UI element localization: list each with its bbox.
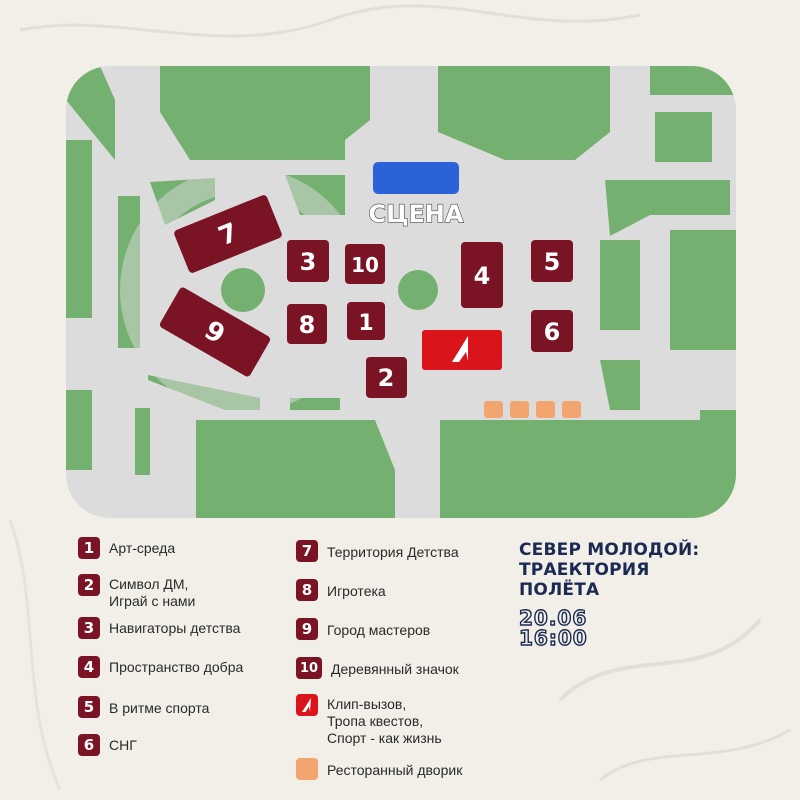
food-court-square bbox=[510, 401, 529, 418]
zone-10[interactable]: 10 bbox=[345, 244, 385, 284]
legend-label-10: Деревянный значок bbox=[331, 661, 459, 677]
legend-item-7: 7 Территория Детства bbox=[296, 540, 459, 562]
zone-6-number: 6 bbox=[544, 318, 561, 346]
legend-label-7: Территория Детства bbox=[327, 544, 459, 560]
event-title-line-3: ПОЛЁТА bbox=[519, 580, 600, 600]
zone-10-number: 10 bbox=[351, 253, 379, 277]
zone-3[interactable]: 3 bbox=[287, 240, 329, 282]
food-court-square bbox=[562, 401, 581, 418]
zone-8[interactable]: 8 bbox=[287, 304, 327, 344]
legend-badge-7: 7 bbox=[296, 540, 318, 562]
zone-special-activities[interactable] bbox=[422, 330, 502, 370]
legend-badge-8: 8 bbox=[296, 579, 318, 601]
red-arrow-logo-icon bbox=[452, 336, 468, 362]
zone-2[interactable]: 2 bbox=[366, 357, 407, 398]
legend-label-special: Клип-вызов, Тропа квестов, Спорт - как ж… bbox=[327, 696, 442, 746]
legend-label-9: Город мастеров bbox=[327, 622, 431, 638]
zone-1[interactable]: 1 bbox=[347, 302, 385, 340]
legend-item-3: 3 Навигаторы детства bbox=[78, 617, 240, 639]
food-court-square bbox=[536, 401, 555, 418]
legend-badge-10: 10 bbox=[296, 657, 322, 679]
zone-5-number: 5 bbox=[544, 248, 561, 276]
legend-badge-4: 4 bbox=[78, 656, 100, 678]
legend-item-8: 8 Игротека bbox=[296, 579, 386, 601]
stage-label: СЦЕНА bbox=[369, 200, 464, 228]
event-date: 20.06 bbox=[518, 606, 588, 630]
legend-badge-special bbox=[296, 694, 318, 716]
food-court-square bbox=[484, 401, 503, 418]
map-lawns bbox=[66, 66, 736, 518]
zone-2-number: 2 bbox=[378, 364, 395, 392]
zone-8-number: 8 bbox=[299, 311, 316, 339]
legend-label-4: Пространство добра bbox=[109, 659, 244, 675]
event-title-line-1: СЕВЕР МОЛОДОЙ: bbox=[519, 540, 700, 560]
zone-1-number: 1 bbox=[358, 311, 373, 336]
legend-label-3: Навигаторы детства bbox=[109, 620, 241, 636]
orange-square-icon bbox=[296, 758, 318, 780]
legend-item-2: 2 Символ ДМ, Играй с нами bbox=[78, 574, 195, 610]
legend-badge-9: 9 bbox=[296, 618, 318, 640]
legend-badge-3: 3 bbox=[78, 617, 100, 639]
zone-3-number: 3 bbox=[300, 248, 317, 276]
zone-9[interactable]: 9 bbox=[158, 286, 271, 378]
zone-4[interactable]: 4 bbox=[461, 242, 503, 308]
zone-5[interactable]: 5 bbox=[531, 240, 573, 282]
zone-6[interactable]: 6 bbox=[531, 310, 573, 352]
event-time: 16:00 bbox=[518, 626, 588, 650]
zone-7[interactable]: 7 bbox=[173, 194, 283, 274]
legend-item-4: 4 Пространство добра bbox=[78, 656, 243, 678]
legend-badge-5: 5 bbox=[78, 696, 100, 718]
legend-item-1: 1 Арт-среда bbox=[78, 537, 175, 559]
stage-block bbox=[373, 162, 459, 194]
legend-label-6: СНГ bbox=[109, 737, 137, 753]
legend-item-special: Клип-вызов, Тропа квестов, Спорт - как ж… bbox=[296, 694, 442, 747]
legend-item-food: Ресторанный дворик bbox=[296, 758, 462, 780]
legend-label-8: Игротека bbox=[327, 583, 386, 599]
zone-4-number: 4 bbox=[474, 262, 491, 290]
food-court-markers bbox=[484, 401, 581, 418]
legend-label-5: В ритме спорта bbox=[109, 700, 210, 716]
legend-label-2: Символ ДМ, Играй с нами bbox=[109, 576, 196, 609]
event-title-block: СЕВЕР МОЛОДОЙ: ТРАЕКТОРИЯ ПОЛЁТА 20.06 1… bbox=[518, 540, 700, 650]
legend-item-6: 6 СНГ bbox=[78, 734, 137, 756]
legend-badge-6: 6 bbox=[78, 734, 100, 756]
legend-item-5: 5 В ритме спорта bbox=[78, 696, 209, 718]
legend-item-10: 10 Деревянный значок bbox=[296, 657, 459, 679]
legend-label-food: Ресторанный дворик bbox=[327, 762, 463, 778]
legend-badge-1: 1 bbox=[78, 537, 100, 559]
legend-item-9: 9 Город мастеров bbox=[296, 618, 430, 640]
red-arrow-logo-icon bbox=[302, 698, 311, 712]
event-title-line-2: ТРАЕКТОРИЯ bbox=[519, 560, 650, 580]
legend-label-1: Арт-среда bbox=[109, 540, 176, 556]
legend-badge-2: 2 bbox=[78, 574, 100, 596]
